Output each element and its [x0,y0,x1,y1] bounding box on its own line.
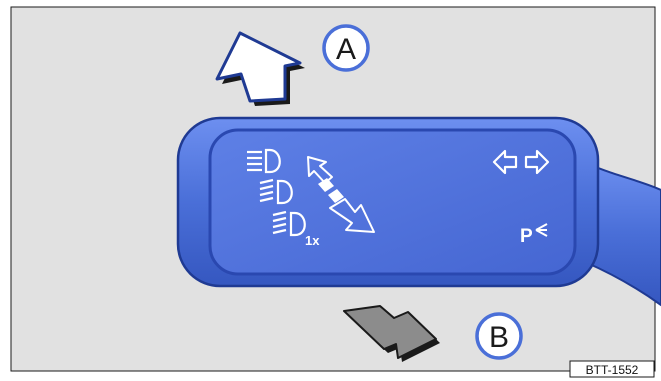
flash-1x-label: 1x [305,233,320,248]
callout-b-label: B [489,321,509,354]
stalk-head [178,118,598,286]
reference-code-label: BTT-1552 [586,363,639,377]
callout-a-label: A [336,33,356,66]
callout-a: A [324,26,368,70]
parking-light-label: P [520,226,533,247]
callout-b: B [477,314,521,358]
reference-code: BTT-1552 [570,361,654,377]
